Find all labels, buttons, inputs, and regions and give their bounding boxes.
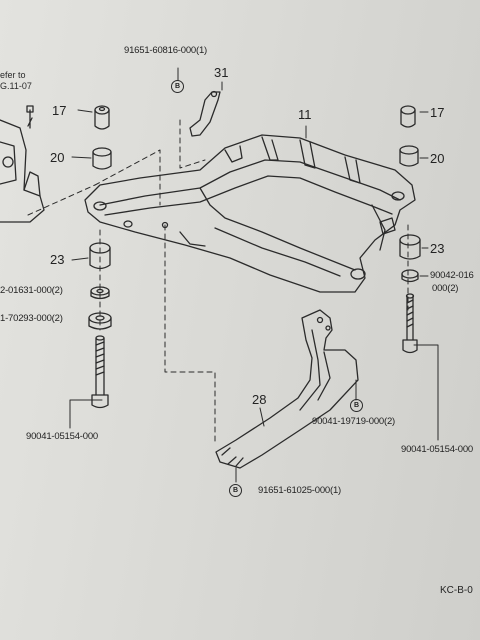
left-bushing-17 [94, 105, 110, 130]
callout-23-right: 23 [430, 241, 445, 256]
part-number-left-nut: 1-70293-000(2) [0, 313, 63, 324]
right-bolt [402, 293, 418, 354]
part-number-right-bolt: 90041-05154-000 [401, 444, 474, 455]
alignment-lines [27, 119, 409, 446]
engine-mount-left [0, 105, 45, 223]
part-number-bracket-bolt: 90041-19719-000(2) [312, 416, 396, 427]
callout-23-left: 23 [50, 252, 65, 267]
leader-lines [69, 67, 439, 483]
callout-31: 31 [214, 65, 229, 80]
front-subframe [84, 134, 416, 293]
page-code: KC-B-0 [440, 585, 473, 596]
part-number-left-bolt: 90041-05154-000 [26, 431, 99, 442]
marker-b-top: B [171, 80, 184, 93]
part-number-right-washer-qty: 000(2) [432, 283, 459, 294]
side-note-line-1: efer to [0, 70, 26, 80]
left-cushion-23 [89, 242, 111, 270]
left-washer [90, 286, 110, 300]
left-cushion-20 [92, 147, 112, 170]
right-bushing-17 [400, 105, 416, 128]
callout-11: 11 [298, 107, 312, 122]
left-nut [88, 312, 112, 330]
callout-20-right: 20 [430, 151, 445, 166]
marker-b-bracket: B [350, 399, 363, 412]
callout-28: 28 [252, 392, 267, 407]
right-cushion-23 [399, 234, 421, 260]
right-cushion-20 [399, 145, 419, 167]
part-number-left-washer: 2-01631-000(2) [0, 285, 63, 296]
callout-20-left: 20 [50, 150, 65, 165]
marker-b-bottom: B [229, 484, 242, 497]
callout-17-right: 17 [430, 105, 445, 120]
bracket-31 [189, 90, 221, 137]
right-washer [401, 269, 419, 283]
part-number-top-center: 91651-60816-000(1) [124, 45, 208, 56]
rear-bracket-28 [215, 309, 359, 469]
callout-17-left: 17 [52, 103, 67, 118]
part-number-bottom: 91651-61025-000(1) [258, 485, 342, 496]
side-note: efer to G.11-07 [0, 70, 32, 92]
left-bolt [91, 335, 109, 409]
part-number-right-washer: 90042-016 [430, 270, 474, 281]
side-note-line-2: G.11-07 [0, 81, 32, 91]
